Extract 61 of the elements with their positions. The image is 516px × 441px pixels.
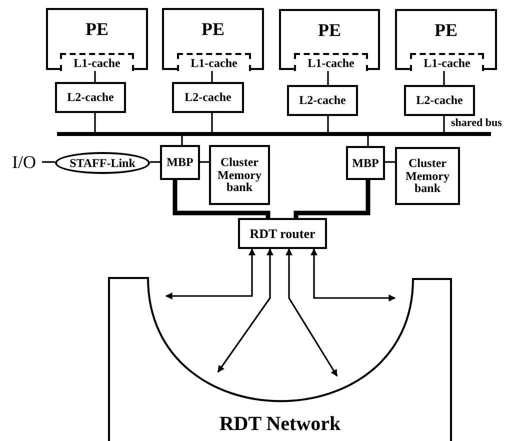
node-label: L1-cache	[74, 56, 120, 70]
connector-line	[200, 161, 209, 163]
node-label: L1-cache	[308, 56, 354, 70]
connector-line	[327, 69, 329, 85]
memory-bank-box	[395, 147, 460, 205]
l1-cache-box	[60, 53, 134, 71]
connector-line	[211, 69, 213, 82]
node-label: L2-cache	[299, 94, 346, 107]
connector-line	[443, 116, 445, 132]
l1-cache-box	[177, 53, 251, 71]
node-label: STAFF-Link	[70, 156, 136, 170]
node-label: Cluster Memory bank	[216, 156, 262, 194]
processing-element-box	[162, 8, 264, 70]
arrow	[286, 248, 338, 377]
shared-bus-bar	[57, 132, 491, 136]
router-box	[238, 218, 327, 249]
bus-label: shared bus	[451, 117, 502, 129]
node-label: RDT Network	[219, 414, 341, 435]
node-label: RDT router	[250, 226, 316, 240]
connector-line	[94, 113, 96, 132]
node-label: PE	[85, 20, 108, 39]
node-label: PE	[201, 20, 224, 39]
connector-line	[367, 136, 369, 146]
mbp-box	[160, 145, 200, 180]
node-label: PE	[318, 21, 341, 40]
connector-line	[172, 180, 270, 218]
l1-cache-box	[410, 53, 484, 71]
mbp-box	[346, 146, 385, 180]
arrow	[310, 248, 396, 302]
connector-line	[294, 180, 370, 218]
connector-line	[181, 136, 183, 145]
connector-line	[42, 161, 55, 163]
node-label: L2-cache	[184, 91, 232, 104]
arrow	[217, 248, 274, 373]
l2-cache-box	[55, 82, 126, 113]
memory-bank-box	[209, 145, 270, 205]
link-ellipse	[55, 152, 150, 174]
node-label: L1-cache	[190, 56, 238, 70]
node-label: L2-cache	[416, 94, 463, 107]
processing-element-box	[46, 8, 148, 70]
l2-cache-box	[287, 85, 358, 116]
connector-line	[385, 161, 395, 163]
connector-line	[443, 69, 445, 85]
processing-element-box	[279, 9, 380, 70]
node-label: PE	[434, 21, 458, 40]
node-label: MBP	[352, 156, 379, 170]
connector-line	[150, 161, 160, 163]
node-label: MBP	[166, 156, 194, 169]
node-label: Cluster Memory bank	[404, 157, 450, 195]
node-label: I/O	[12, 152, 36, 172]
l1-cache-box	[294, 53, 368, 71]
connector-line	[211, 113, 213, 132]
connector-line	[327, 116, 329, 132]
connector-line	[94, 69, 96, 82]
node-label: L2-cache	[67, 91, 114, 104]
processing-element-box	[395, 9, 497, 70]
l2-cache-box	[172, 82, 244, 113]
node-label: L1-cache	[424, 56, 470, 70]
l2-cache-box	[404, 85, 475, 116]
network-outline	[108, 277, 452, 441]
arrow	[165, 248, 256, 300]
